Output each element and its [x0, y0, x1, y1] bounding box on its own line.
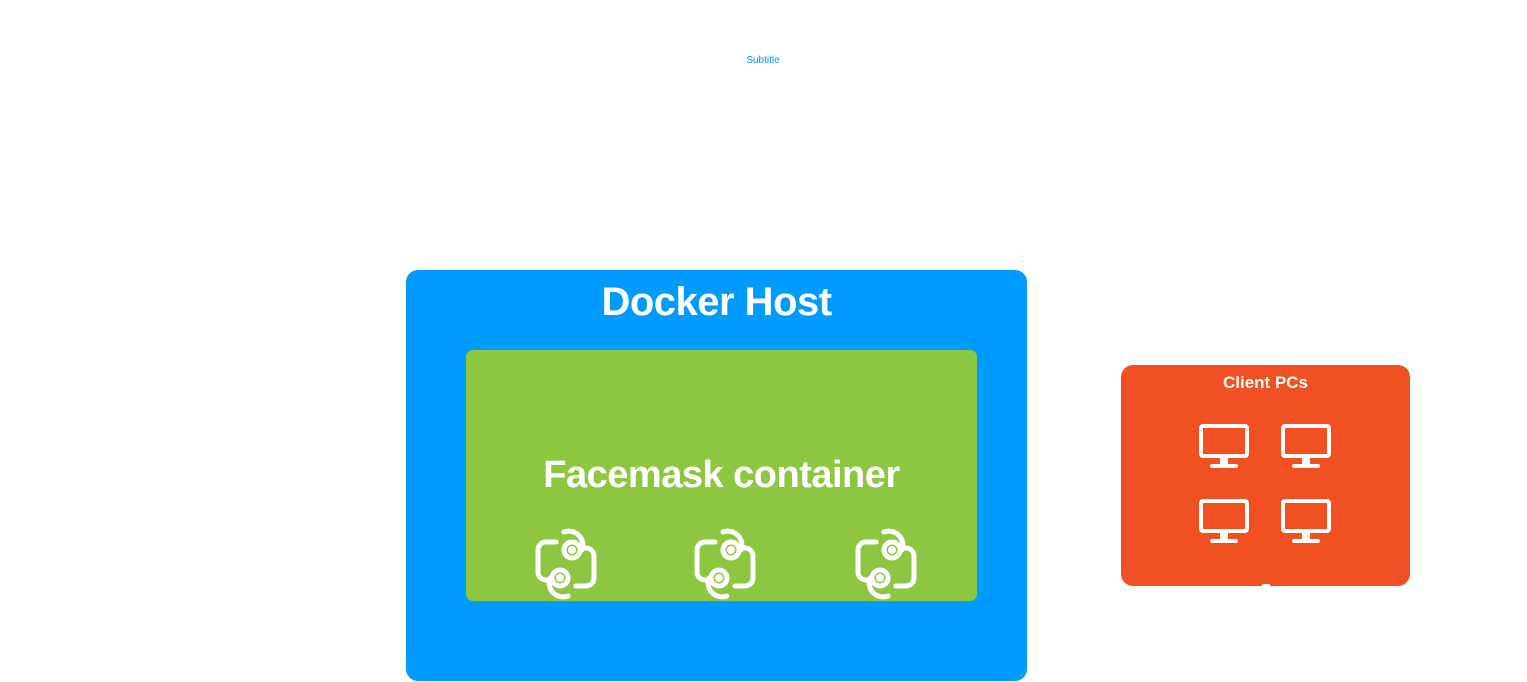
service-icon: [534, 528, 598, 600]
docker-host-title: Docker Host: [601, 280, 832, 324]
facemask-container-box[interactable]: Facemask container: [466, 350, 977, 601]
docker-host-box[interactable]: Docker Host Facemask container: [406, 270, 1027, 681]
desktop-monitor-icon: [1280, 423, 1332, 471]
facemask-container-title: Facemask container: [543, 454, 900, 496]
client-pcs-box[interactable]: Client PCs: [1121, 365, 1410, 587]
client-pcs-title: Client PCs: [1222, 373, 1309, 392]
desktop-monitor-icon: [1198, 498, 1250, 546]
desktop-monitor-icon: [1198, 423, 1250, 471]
diagram-subtitle: Subtitle: [746, 55, 780, 66]
service-icon: [693, 528, 757, 600]
service-icon: [854, 528, 918, 600]
desktop-monitor-icon: [1280, 498, 1332, 546]
connector-mark: [1262, 584, 1270, 587]
connector-mark: [1118, 470, 1122, 484]
connector-mark: [1027, 474, 1031, 480]
